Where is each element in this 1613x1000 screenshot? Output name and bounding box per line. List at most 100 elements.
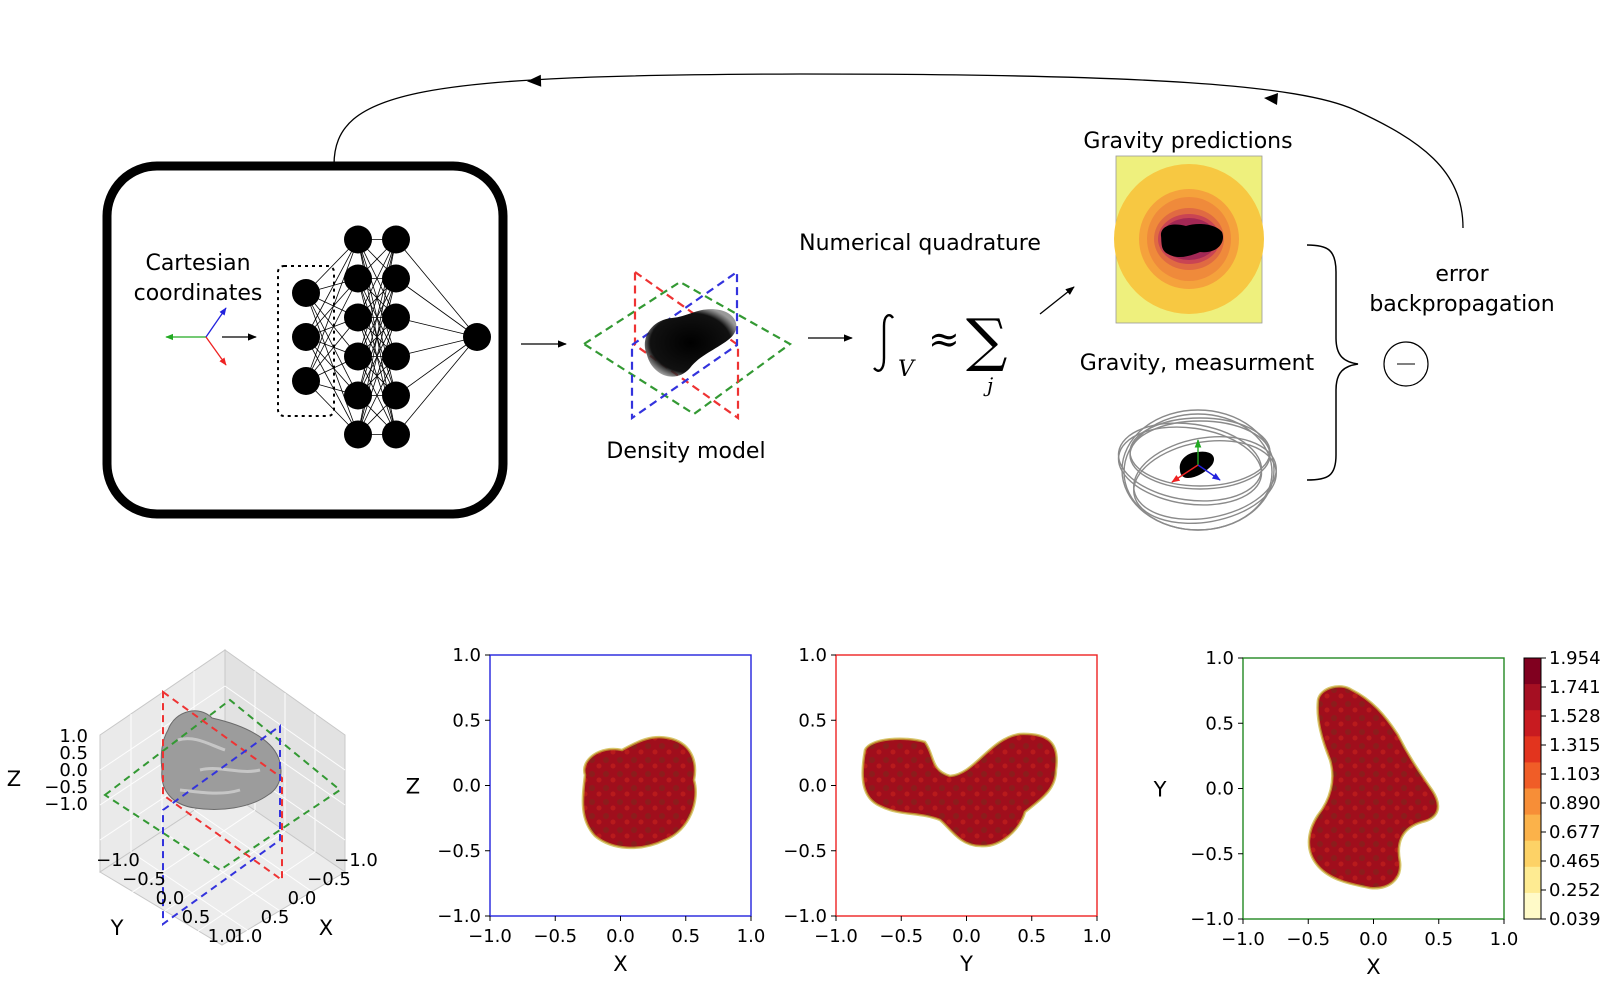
nn-edge xyxy=(395,336,478,396)
plot3d-z-tick: 0.0 xyxy=(59,760,88,781)
x-tick-label: −0.5 xyxy=(1286,929,1330,950)
x-tick-label: 0.0 xyxy=(952,926,981,947)
colorbar-segment xyxy=(1524,736,1541,763)
colorbar-segment xyxy=(1524,788,1541,816)
colorbar-tick-label: 0.252 xyxy=(1549,880,1601,901)
density-slice-blob xyxy=(1307,685,1440,890)
nn-node xyxy=(382,264,410,293)
plot3d-x-tick: −1.0 xyxy=(334,850,378,871)
plot3d-z-tick: 0.5 xyxy=(59,743,88,764)
density-model-illustration xyxy=(581,269,793,421)
nn-edge xyxy=(357,239,397,318)
nn-edge xyxy=(357,239,397,396)
y-axis-label: Z xyxy=(406,775,420,799)
y-axis-label: Y xyxy=(1153,778,1167,802)
colorbar-tick-label: 1.103 xyxy=(1549,764,1601,785)
y-tick-label: 0.5 xyxy=(798,710,827,731)
plot3d-x-tick: 0.0 xyxy=(288,888,317,909)
y-tick-label: −1.0 xyxy=(783,906,827,927)
nn-node xyxy=(344,381,372,410)
predictions-label: Gravity predictions xyxy=(1083,129,1292,154)
colorbar-tick-label: 0.677 xyxy=(1549,822,1601,843)
x-tick-label: −1.0 xyxy=(468,926,512,947)
nn-node xyxy=(292,279,320,307)
y-tick-label: −1.0 xyxy=(1190,909,1234,930)
nn-node xyxy=(463,323,491,351)
asteroid-3d-shape xyxy=(160,710,282,810)
y-tick-label: −0.5 xyxy=(437,841,481,862)
density-slice-blob xyxy=(581,735,697,850)
nn-node xyxy=(344,420,372,449)
x-tick-label: 0.0 xyxy=(1359,929,1388,950)
nn-node xyxy=(382,342,410,371)
nn-node xyxy=(344,264,372,293)
nn-node xyxy=(344,225,372,254)
feedback-arc xyxy=(333,73,1464,229)
plot3d-z-tick: −1.0 xyxy=(44,794,88,815)
colorbar-tick-label: 1.954 xyxy=(1549,648,1601,669)
y-tick-label: 0.0 xyxy=(1205,779,1234,800)
colorbar-tick-label: 1.315 xyxy=(1549,735,1601,756)
sum-index: j xyxy=(983,373,993,397)
plot3d-y-ticks: −1.0−0.50.00.51.0 xyxy=(96,850,236,947)
nn-edge xyxy=(305,292,359,396)
x-tick-label: 0.5 xyxy=(1017,926,1046,947)
nn-edge xyxy=(357,317,397,435)
nn-node xyxy=(292,323,320,351)
colorbar-segment xyxy=(1524,684,1541,711)
plot-3d xyxy=(99,649,346,946)
approx-symbol: ≈ xyxy=(928,317,960,361)
integral-sign xyxy=(873,314,894,372)
colorbar-tick-label: 0.465 xyxy=(1549,851,1601,872)
error-label-line1: error xyxy=(1435,262,1489,287)
x-tick-label: 0.5 xyxy=(671,926,700,947)
nn-node xyxy=(292,367,320,395)
colorbar-segment xyxy=(1524,658,1541,685)
network-box xyxy=(102,161,508,519)
nn-node xyxy=(382,420,410,449)
colorbar-segment xyxy=(1524,762,1541,789)
plot3d-x-tick: 0.5 xyxy=(261,907,290,928)
colorbar-segment xyxy=(1524,866,1541,894)
feedback-arrowhead-right xyxy=(1264,93,1278,105)
nn-edge xyxy=(357,356,397,435)
quadrature-label: Numerical quadrature xyxy=(799,231,1041,256)
nn-edge xyxy=(395,336,478,435)
colorbar-segment xyxy=(1524,840,1541,868)
nn-edge xyxy=(305,336,359,435)
y-tick-label: 0.0 xyxy=(798,776,827,797)
plot3d-z-ticks: 1.00.50.0−0.5−1.0 xyxy=(44,726,88,815)
x-tick-label: −1.0 xyxy=(1221,929,1265,950)
nn-edge xyxy=(305,292,359,435)
x-axis-label: Y xyxy=(959,952,973,976)
y-tick-label: 0.5 xyxy=(452,710,481,731)
plot3d-y-label: Y xyxy=(110,916,124,940)
neural-network xyxy=(292,225,491,449)
y-tick-label: 0.0 xyxy=(452,776,481,797)
colorbar-segment xyxy=(1524,814,1541,842)
nn-edge xyxy=(357,278,397,435)
nn-node xyxy=(344,342,372,371)
nn-edge xyxy=(305,239,359,338)
y-tick-label: 1.0 xyxy=(1205,648,1234,669)
nn-edge xyxy=(357,239,397,357)
plot3d-z-label: Z xyxy=(7,767,21,791)
colorbar-segment xyxy=(1524,710,1541,737)
colorbar-tick-label: 1.741 xyxy=(1549,677,1601,698)
x-tick-label: 0.5 xyxy=(1424,929,1453,950)
y-tick-label: 0.5 xyxy=(1205,713,1234,734)
colorbar-tick-label: 1.528 xyxy=(1549,706,1601,727)
quadrature-formula: V ≈ ∑ j xyxy=(873,306,1007,397)
nn-edge xyxy=(305,239,359,382)
colorbar-tick-label: 0.039 xyxy=(1549,909,1601,930)
x-tick-label: 1.0 xyxy=(1490,929,1519,950)
y-tick-label: 1.0 xyxy=(798,645,827,666)
nn-edge xyxy=(395,239,478,338)
plot3d-x-label: X xyxy=(319,916,333,940)
integral-subscript: V xyxy=(898,357,916,382)
coordinate-axes-icon xyxy=(165,307,227,366)
gravity-predictions-map xyxy=(1114,155,1264,324)
